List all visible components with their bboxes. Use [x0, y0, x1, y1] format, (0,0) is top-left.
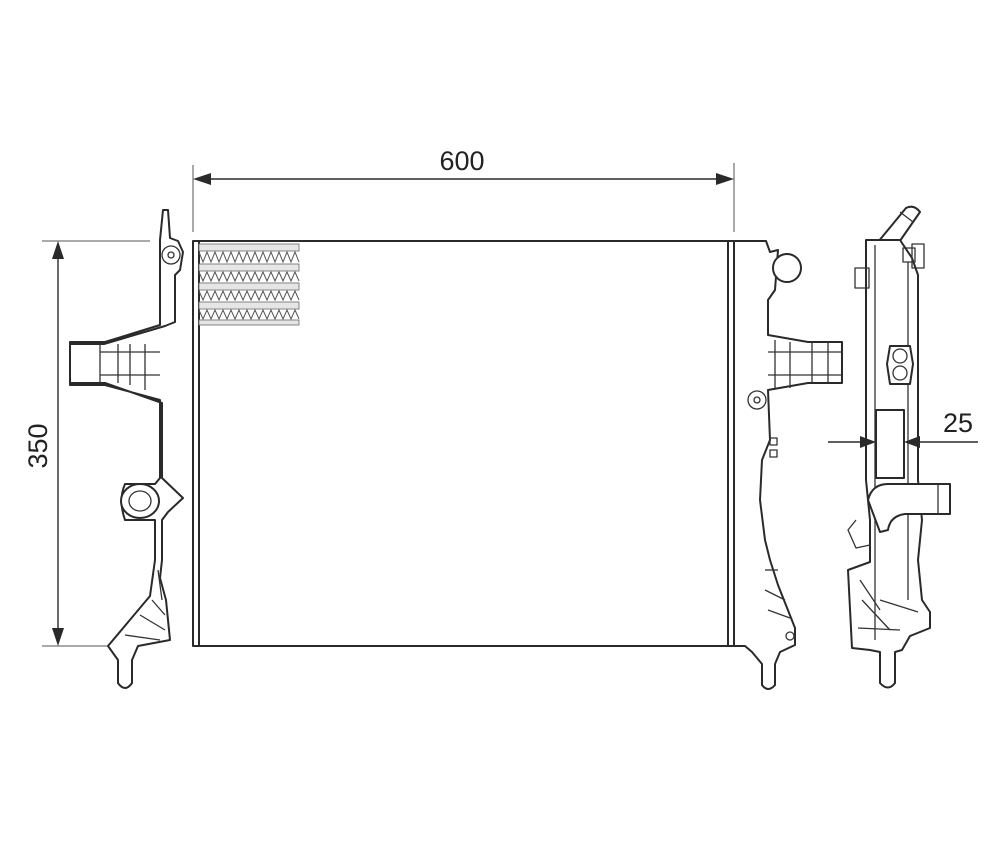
left-end-tank — [69, 209, 184, 689]
width-dimension: 600 — [192, 146, 735, 232]
right-mount-hole — [747, 390, 767, 410]
left-mount-hole — [161, 245, 181, 265]
core-fin-pattern — [198, 243, 300, 326]
depth-dimension-label: 25 — [943, 408, 973, 438]
height-dimension: 350 — [23, 240, 150, 647]
right-end-tank — [733, 240, 843, 690]
right-filler-neck — [772, 253, 802, 283]
left-hose-outlet — [120, 483, 160, 519]
side-core-section — [875, 409, 905, 479]
radiator-front-view — [69, 209, 843, 690]
depth-dimension: 25 — [828, 408, 978, 448]
radiator-side-view — [847, 205, 951, 689]
height-dimension-label: 350 — [23, 423, 53, 468]
side-outlet-pipe — [867, 483, 951, 533]
side-bleed-valve — [886, 345, 914, 385]
width-dimension-label: 600 — [439, 146, 484, 176]
